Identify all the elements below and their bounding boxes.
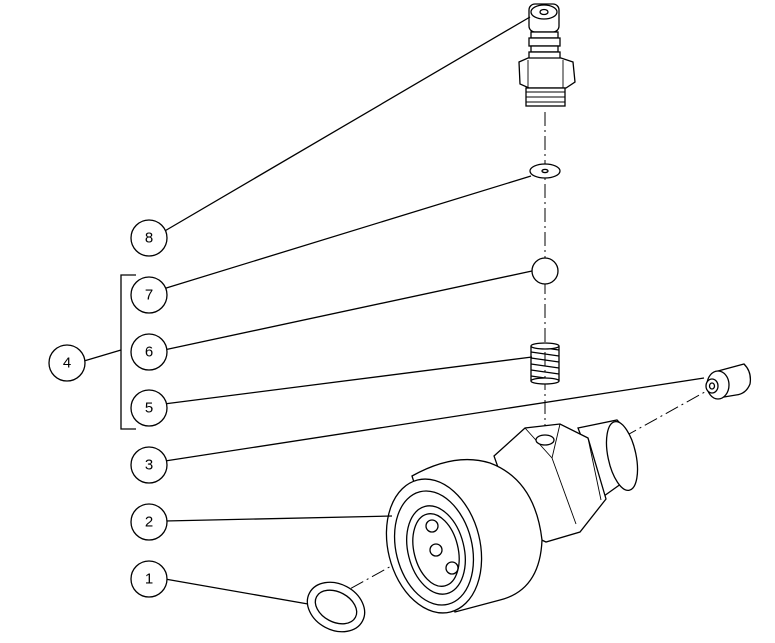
part-7-washer [529, 163, 561, 179]
leader-3 [164, 377, 705, 462]
part-1-o-ring [306, 581, 366, 633]
callout-7-label: 7 [145, 287, 153, 304]
callout-2-label: 2 [145, 514, 153, 531]
callout-4: 4 [48, 344, 86, 382]
callout-4-label: 4 [63, 355, 71, 372]
group-bracket [120, 274, 136, 430]
part-6-ball [531, 257, 559, 285]
callout-1: 1 [130, 560, 168, 598]
part-3-plug [705, 363, 752, 400]
callout-2: 2 [130, 503, 168, 541]
leader-5 [163, 356, 533, 405]
callout-1-label: 1 [145, 571, 153, 588]
callout-5-label: 5 [145, 400, 153, 417]
leader-2 [164, 515, 393, 522]
callout-7: 7 [130, 276, 168, 314]
callout-8-label: 8 [145, 230, 153, 247]
callout-3-label: 3 [145, 457, 153, 474]
leader-lines [83, 16, 705, 605]
part-2-coupler-body [385, 419, 639, 614]
callout-8: 8 [130, 219, 168, 257]
part-8-nipple-fitting [518, 3, 576, 107]
callout-3: 3 [130, 446, 168, 484]
callout-5: 5 [130, 389, 168, 427]
leader-8 [162, 16, 531, 233]
leader-6 [163, 270, 533, 351]
leader-7 [162, 175, 532, 290]
callout-6-label: 6 [145, 344, 153, 361]
leader-4 [83, 349, 122, 362]
part-5-spring [530, 342, 560, 385]
leader-1 [164, 578, 309, 605]
callout-6: 6 [130, 333, 168, 371]
